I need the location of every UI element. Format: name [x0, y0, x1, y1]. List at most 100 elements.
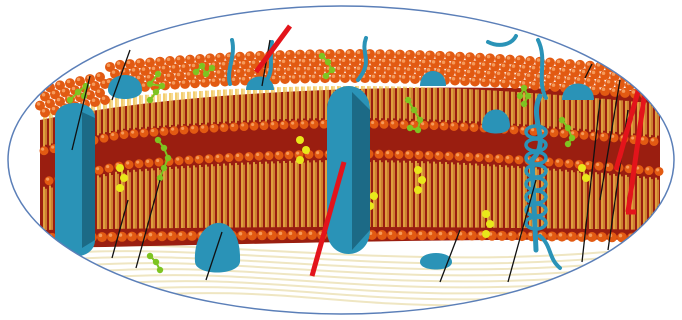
sugar-unit [147, 81, 153, 87]
sugar-unit [155, 137, 161, 143]
phospholipid-head-shine [571, 131, 574, 134]
phospholipid-head-shine [222, 78, 226, 82]
phospholipid-head [230, 123, 239, 132]
phospholipid-head-shine [141, 130, 144, 133]
phospholipid-head-shine [107, 63, 111, 67]
phospholipid-head-shine [382, 59, 386, 63]
phospholipid-head-shine [531, 128, 534, 131]
phospholipid-head-shine [529, 233, 533, 237]
sugar-unit [407, 125, 413, 131]
phospholipid-head-shine [247, 53, 251, 57]
phospholipid-head-shine [297, 51, 301, 55]
phospholipid-head-shine [492, 63, 496, 67]
phospholipid-head-shine [266, 153, 269, 156]
phospholipid-head-shine [67, 80, 71, 84]
phospholipid-head [490, 78, 500, 88]
phospholipid-head [590, 132, 599, 141]
phospholipid-head-shine [167, 57, 171, 61]
phospholipid-head-shine [332, 59, 336, 63]
phospholipid-head-shine [282, 59, 286, 63]
phospholipid-head [297, 230, 307, 240]
phospholipid-head-shine [537, 58, 541, 62]
phospholipid-head-shine [372, 59, 376, 63]
cholesterol-ring [296, 156, 304, 164]
phospholipid-head [110, 132, 119, 141]
phospholipid-head-shine [256, 153, 259, 156]
phospholipid-head-shine [342, 59, 346, 63]
phospholipid-head-shine [211, 125, 214, 128]
sugar-unit [565, 141, 571, 147]
phospholipid-head [160, 127, 169, 136]
phospholipid-head-shine [411, 122, 414, 125]
phospholipid-head-shine [601, 134, 604, 137]
sugar-unit [209, 65, 215, 71]
phospholipid-head-shine [607, 80, 611, 84]
phospholipid-head-shine [412, 59, 416, 63]
sugar-unit [67, 97, 73, 103]
phospholipid-head [265, 151, 274, 160]
phospholipid-head-shine [506, 156, 509, 159]
phospholipid-head [475, 153, 484, 162]
phospholipid-head [180, 126, 189, 135]
phospholipid-head-shine [42, 93, 46, 97]
phospholipid-head-shine [392, 59, 396, 63]
phospholipid-head-shine [236, 154, 239, 157]
phospholipid-head-shine [252, 61, 256, 64]
phospholipid-head-shine [169, 233, 173, 237]
phospholipid-head [515, 155, 524, 164]
phospholipid-head [280, 74, 290, 84]
phospholipid-head [637, 233, 647, 243]
phospholipid-head-shine [587, 78, 591, 82]
phospholipid-head-shine [516, 157, 519, 160]
phospholipid-head-shine [507, 56, 511, 60]
phospholipid-head-shine [387, 67, 391, 71]
phospholipid-head-shine [417, 68, 421, 72]
phospholipid-head [247, 230, 257, 240]
phospholipid-head-shine [307, 51, 311, 55]
phospholipid-head-shine [462, 77, 466, 81]
phospholipid-head [140, 128, 149, 137]
sugar-unit [417, 117, 423, 123]
phospholipid-head-shine [471, 124, 474, 127]
sugar-unit [157, 267, 163, 273]
phospholipid-head [225, 153, 234, 162]
sugar-unit [569, 135, 575, 141]
phospholipid-head-shine [92, 83, 96, 87]
phospholipid-head-shine [241, 123, 244, 126]
phospholipid-head [257, 230, 267, 240]
phospholipid-head-shine [291, 122, 294, 125]
phospholipid-head-shine [426, 152, 429, 155]
phospholipid-head-shine [582, 70, 586, 74]
sugar-unit [193, 69, 199, 75]
phospholipid-head [600, 132, 609, 141]
phospholipid-head-shine [651, 138, 654, 141]
phospholipid-head-shine [561, 130, 564, 133]
phospholipid-head-shine [167, 73, 171, 77]
phospholipid-head-shine [502, 64, 506, 68]
phospholipid-head-shine [547, 59, 551, 63]
phospholipid-head [175, 156, 184, 165]
phospholipid-head-shine [512, 80, 516, 84]
phospholipid-head [625, 64, 635, 74]
phospholipid-head [635, 65, 645, 75]
phospholipid-head [645, 82, 655, 92]
phospholipid-head-shine [392, 75, 396, 79]
phospholipid-head-shine [466, 154, 469, 157]
phospholipid-head [495, 154, 504, 163]
phospholipid-head [205, 154, 214, 163]
phospholipid-head [185, 156, 194, 165]
phospholipid-head-shine [259, 232, 263, 236]
phospholipid-head-shine [172, 81, 176, 85]
phospholipid-head [497, 231, 507, 241]
phospholipid-head-shine [367, 51, 371, 55]
sugar-unit [559, 117, 565, 123]
phospholipid-head-shine [352, 75, 356, 79]
phospholipid-head-shine [642, 75, 646, 79]
phospholipid-head-shine [177, 57, 181, 61]
cholesterol-ring [296, 136, 304, 144]
phospholipid-head-shine [182, 80, 186, 84]
phospholipid-head [437, 230, 447, 240]
phospholipid-head-shine [557, 60, 561, 64]
phospholipid-head-shine [187, 72, 191, 76]
phospholipid-head-shine [171, 128, 174, 131]
